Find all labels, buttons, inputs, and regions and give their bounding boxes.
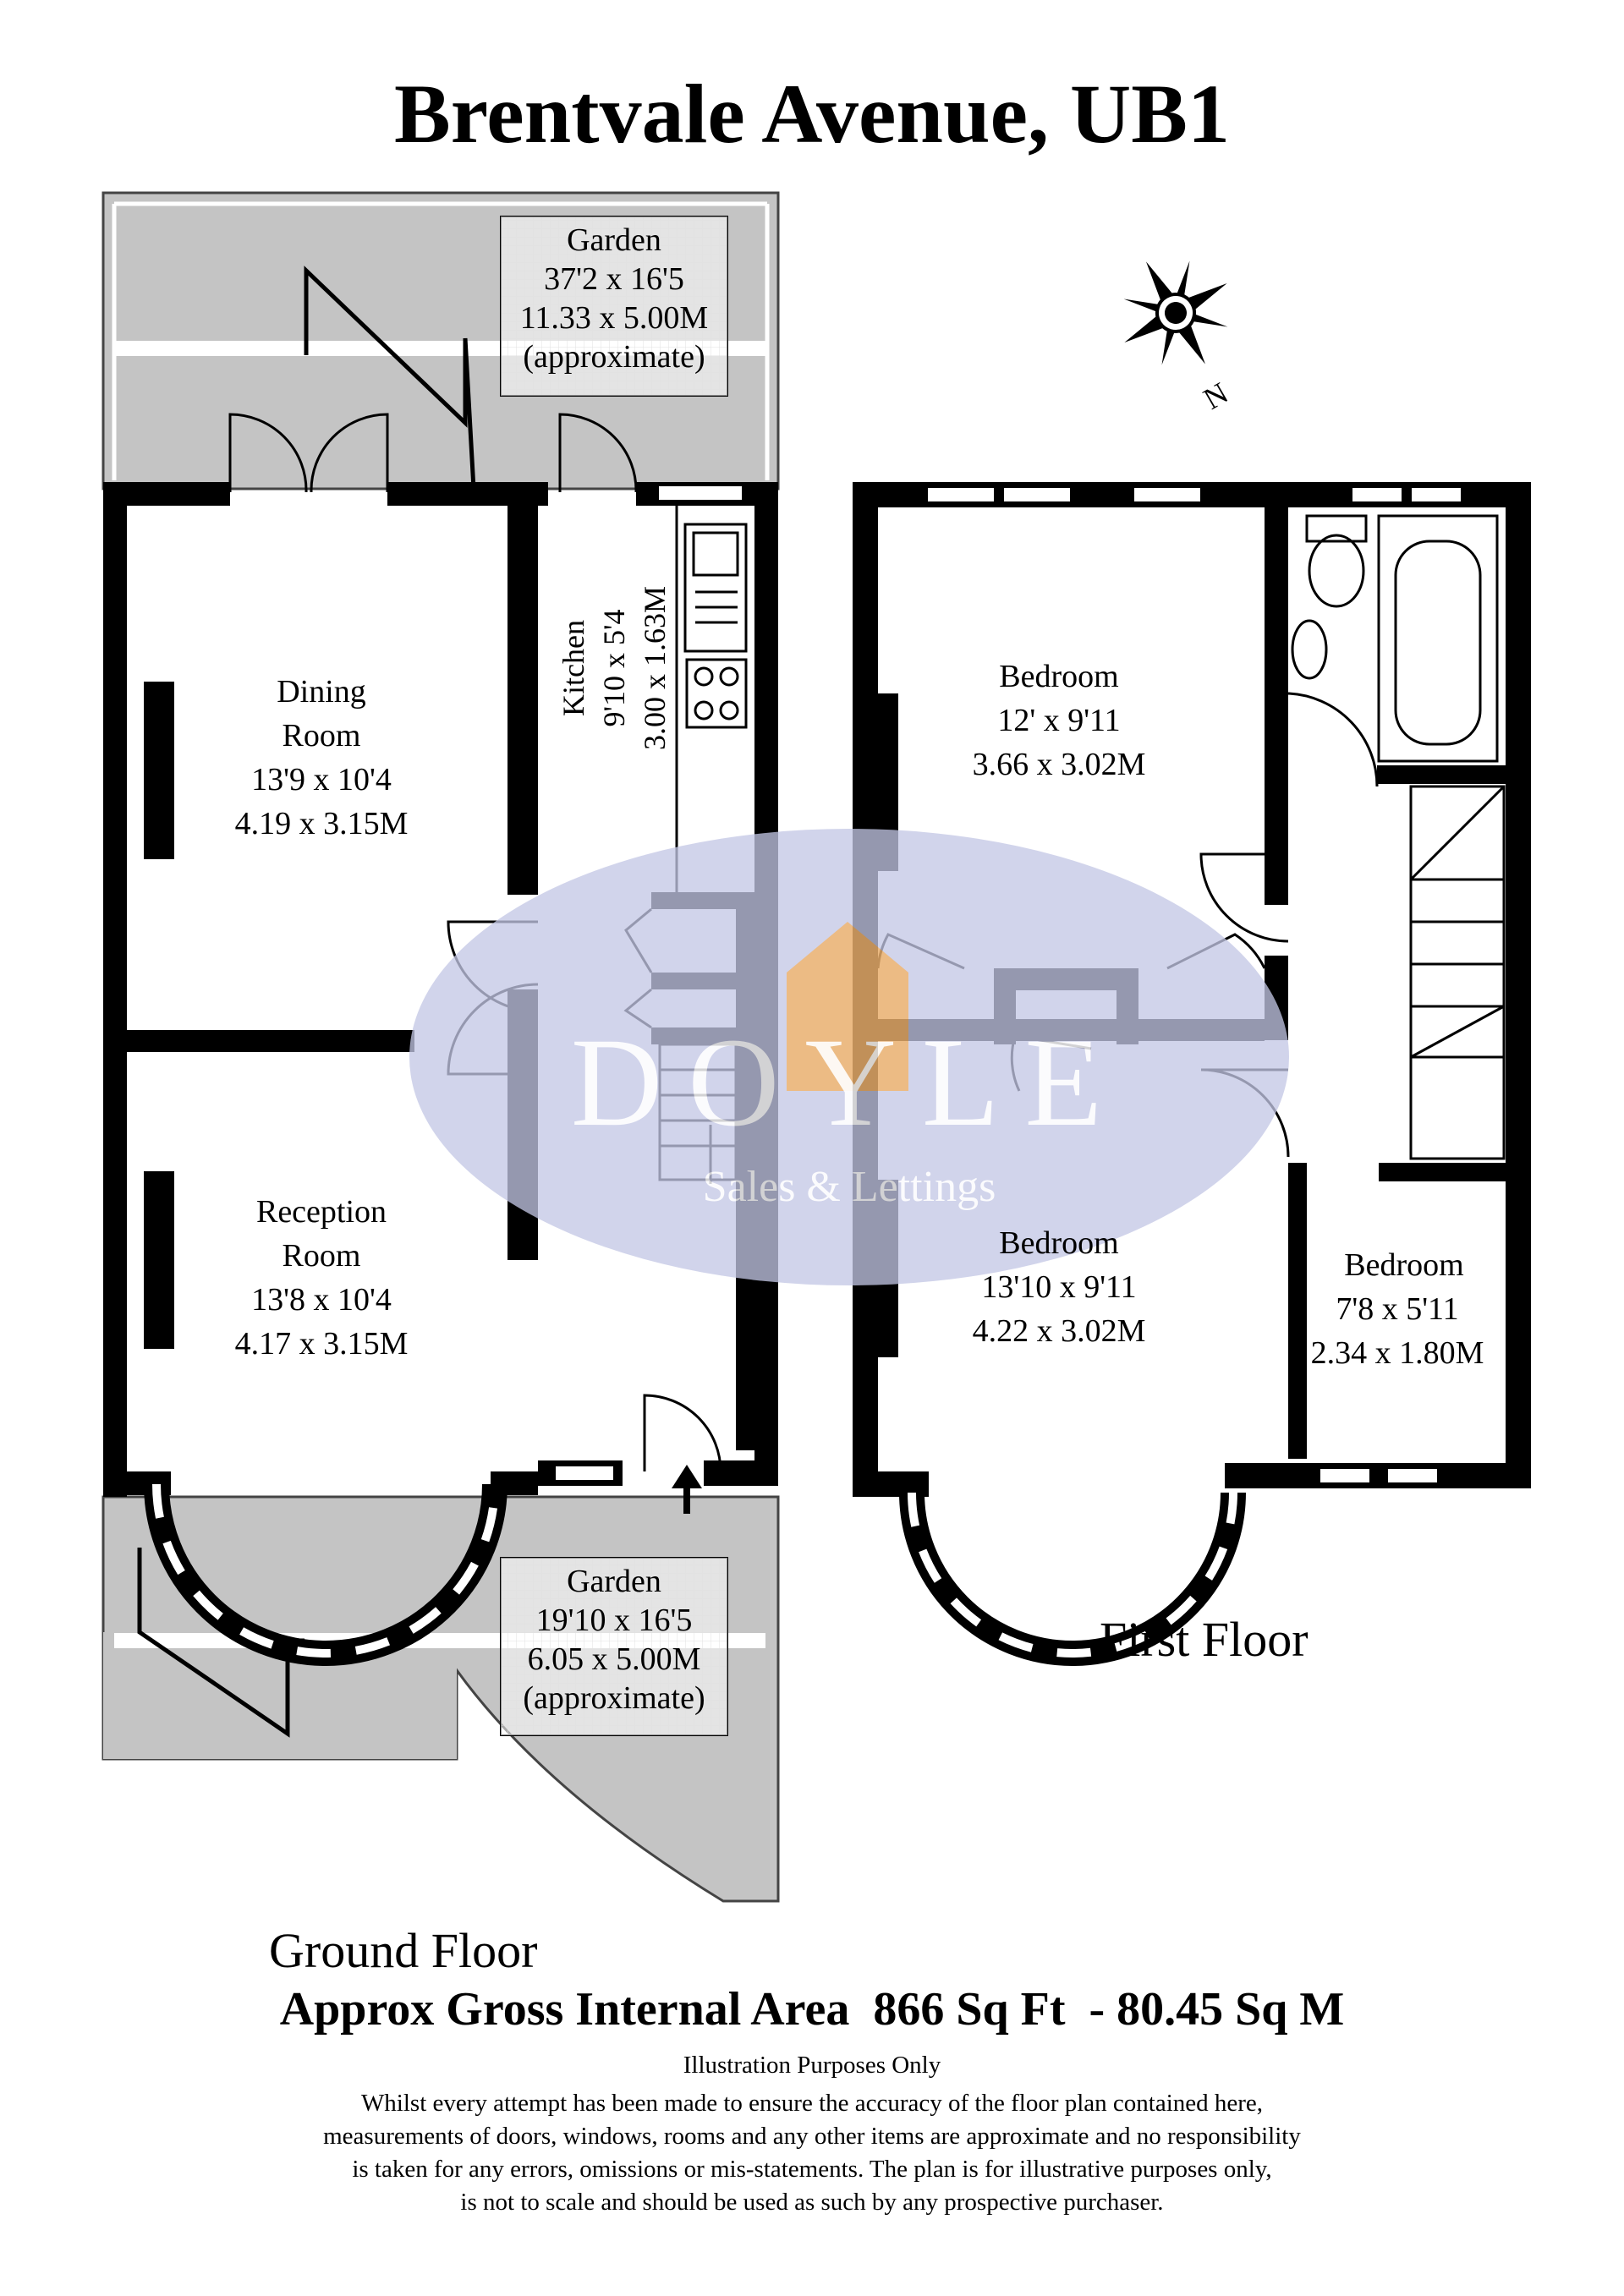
page-title: Brentvale Avenue, UB1 — [394, 67, 1230, 161]
room-name: Kitchen — [557, 620, 590, 716]
room-metric: 2.34 x 1.80M — [1311, 1335, 1484, 1371]
disclaimer-line: Whilst every attempt has been made to en… — [360, 2090, 1264, 2117]
first-floor-label: First Floor — [1100, 1612, 1309, 1667]
room-name: Bedroom — [999, 659, 1118, 694]
room-imperial: 13'8 x 10'4 — [251, 1282, 392, 1318]
ground-windows — [554, 485, 743, 1482]
room-imperial: 12' x 9'11 — [997, 703, 1120, 738]
compass-north-label: N — [1198, 375, 1234, 416]
disclaimer: Whilst every attempt has been made to en… — [0, 2087, 1624, 2219]
watermark: DOYLE Sales & Lettings — [409, 829, 1289, 1285]
room-imperial: 13'9 x 10'4 — [251, 762, 392, 797]
garden-name: Garden — [567, 1564, 661, 1599]
room-metric: 4.22 x 3.02M — [973, 1313, 1146, 1349]
kitchen-label: Kitchen 9'10 x 5'4 3.00 x 1.63M — [557, 586, 672, 750]
bedroom-2-label: Bedroom 13'10 x 9'11 4.22 x 3.02M — [973, 1225, 1146, 1349]
reception-room-label: Reception Room 13'8 x 10'4 4.17 x 3.15M — [235, 1194, 409, 1362]
room-name: Room — [283, 1238, 361, 1274]
garden-metric: 11.33 x 5.00M — [520, 300, 708, 336]
room-metric: 3.00 x 1.63M — [638, 586, 672, 750]
front-garden-label: Garden 19'10 x 16'5 6.05 x 5.00M (approx… — [500, 1557, 728, 1736]
room-metric: 3.66 x 3.02M — [973, 747, 1146, 782]
garden-name: Garden — [567, 222, 661, 258]
compass-icon — [1123, 260, 1228, 365]
disclaimer-line: is not to scale and should be used as su… — [460, 2189, 1164, 2216]
entrance-arrow — [672, 1465, 702, 1514]
bathroom-fittings — [1291, 514, 1499, 763]
room-name: Dining — [277, 674, 366, 710]
room-imperial: 7'8 x 5'11 — [1336, 1291, 1458, 1327]
ground-floor-label: Ground Floor — [269, 1923, 538, 1978]
watermark-brand: DOYLE — [571, 1012, 1127, 1153]
bedroom-3-label: Bedroom 7'8 x 5'11 2.34 x 1.80M — [1311, 1247, 1484, 1371]
room-name: Bedroom — [999, 1225, 1118, 1261]
disclaimer-line: measurements of doors, windows, rooms an… — [323, 2123, 1301, 2150]
illustration-note: Illustration Purposes Only — [683, 2052, 941, 2079]
room-name: Reception — [256, 1194, 387, 1230]
room-imperial: 13'10 x 9'11 — [981, 1269, 1136, 1305]
rear-garden-label: Garden 37'2 x 16'5 11.33 x 5.00M (approx… — [500, 216, 728, 397]
first-floor-windows — [926, 486, 1462, 1484]
first-bay-window — [899, 1492, 1246, 1666]
garden-note: (approximate) — [523, 339, 705, 375]
garden-imperial: 19'10 x 16'5 — [536, 1603, 693, 1638]
garden-note: (approximate) — [523, 1680, 705, 1716]
room-metric: 4.17 x 3.15M — [235, 1326, 409, 1362]
watermark-tagline: Sales & Lettings — [703, 1163, 996, 1211]
disclaimer-line: is taken for any errors, omissions or mi… — [352, 2156, 1272, 2183]
first-floor-stairs — [1409, 785, 1506, 1160]
dining-room-label: Dining Room 13'9 x 10'4 4.19 x 3.15M — [235, 674, 409, 841]
garden-imperial: 37'2 x 16'5 — [544, 261, 684, 297]
kitchen-fittings — [675, 506, 748, 892]
room-imperial: 9'10 x 5'4 — [597, 610, 631, 727]
bedroom-1-label: Bedroom 12' x 9'11 3.66 x 3.02M — [973, 659, 1146, 782]
room-name: Room — [283, 718, 361, 753]
gross-internal-area: Approx Gross Internal Area 866 Sq Ft - 8… — [279, 1983, 1345, 2036]
ground-bay-window — [144, 1483, 508, 1666]
room-name: Bedroom — [1344, 1247, 1463, 1283]
room-metric: 4.19 x 3.15M — [235, 806, 409, 841]
garden-metric: 6.05 x 5.00M — [528, 1641, 701, 1677]
garden-length-break — [304, 266, 476, 490]
